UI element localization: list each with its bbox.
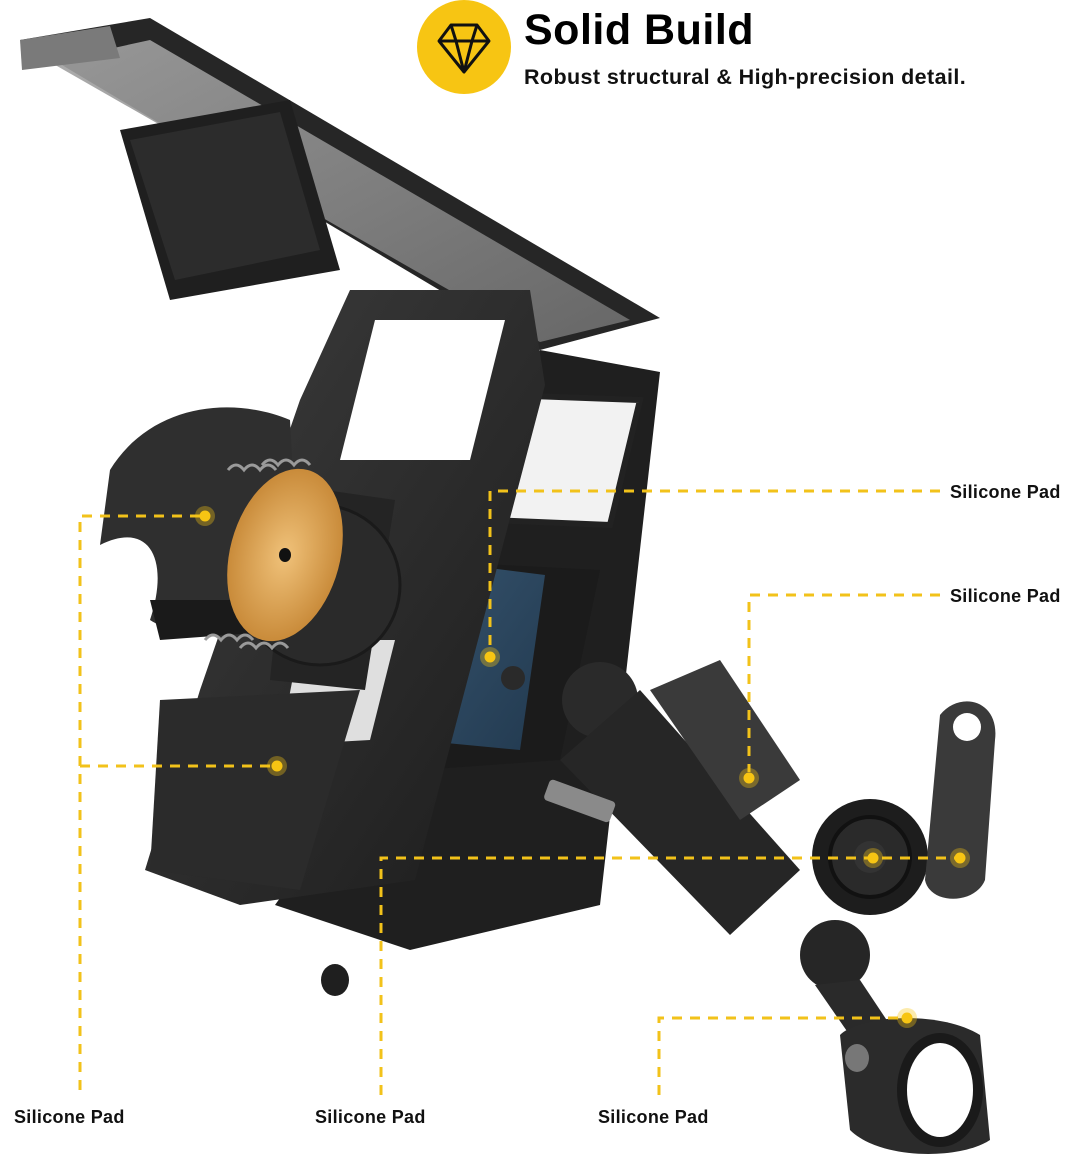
diamond-icon bbox=[437, 23, 491, 74]
copper-plate bbox=[203, 458, 343, 651]
ball-arm bbox=[544, 660, 996, 1050]
callout-label-right-top: Silicone Pad bbox=[950, 482, 1061, 502]
hinged-cover bbox=[20, 18, 660, 350]
feature-badge bbox=[417, 0, 511, 94]
handlebar-clamp bbox=[840, 1018, 990, 1154]
callout-label-bottom-left: Silicone Pad bbox=[14, 1107, 125, 1127]
callout-label-right-mid: Silicone Pad bbox=[950, 586, 1061, 606]
page-title: Solid Build bbox=[524, 6, 755, 54]
callout-label-bottom-mid: Silicone Pad bbox=[315, 1107, 426, 1127]
page-subtitle: Robust structural & High-precision detai… bbox=[524, 65, 967, 89]
callout-label-bottom-right: Silicone Pad bbox=[598, 1107, 709, 1127]
